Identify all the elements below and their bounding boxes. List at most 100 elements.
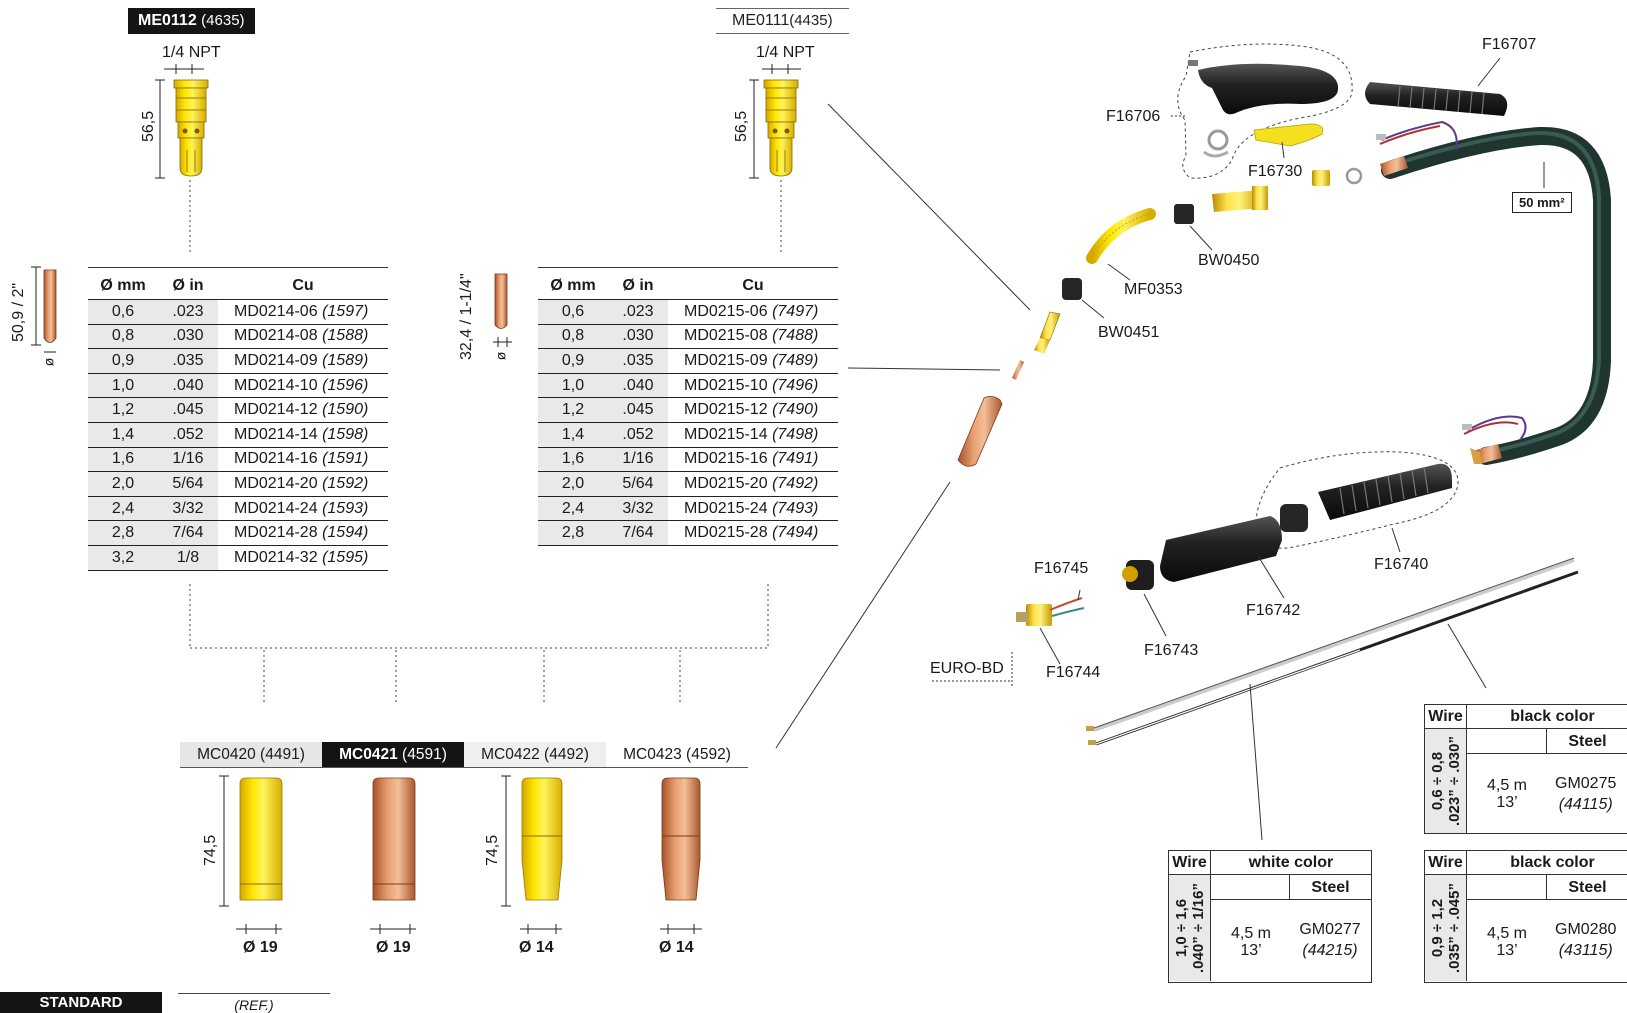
cell-mm: 1,4 <box>538 422 608 448</box>
part-ref: (7491) <box>772 450 819 468</box>
cell-mm: 3,2 <box>88 545 158 571</box>
tip-holder-right-code: ME0111 <box>732 12 790 29</box>
range-mm: 1,0 ÷ 1,6 <box>1172 898 1190 958</box>
part-ref: (1591) <box>322 450 369 468</box>
cell-mm: 1,4 <box>88 422 158 448</box>
wire-range: 0,6 ÷ 0,8.023” ÷ .030” <box>1425 729 1467 833</box>
leader-lines <box>775 103 1031 749</box>
part-ref: (7498) <box>772 425 819 443</box>
part-code: MD0215-20 <box>684 474 768 492</box>
part-ref: (7497) <box>772 302 819 320</box>
liner-code: GM0275(44115) <box>1555 773 1616 815</box>
steel-row: Steel <box>1467 875 1627 900</box>
nozzle-ref: (4592) <box>686 746 731 763</box>
wire-range: 0,9 ÷ 1,2.035” ÷ .045” <box>1425 875 1467 981</box>
part-ref: (1595) <box>322 548 369 566</box>
wire-range-text: 0,6 ÷ 0,8.023” ÷ .030” <box>1429 736 1463 826</box>
cell-mm: 1,0 <box>538 373 608 399</box>
wire-range-text: 1,0 ÷ 1,6.040” ÷ 1/16” <box>1173 883 1207 973</box>
liner-spec-header: Wire black color <box>1425 851 1627 875</box>
tip-holder-left-length: 56,5 <box>140 110 157 142</box>
cell-in: 1/16 <box>608 447 668 473</box>
nozzle-diameter-3: Ø 14 <box>659 939 694 956</box>
cell-in: .040 <box>608 373 668 399</box>
nozzle-ref: (4491) <box>260 746 305 763</box>
label-f16744: F16744 <box>1046 664 1101 681</box>
code-ref: (44215) <box>1302 942 1358 959</box>
tip-holder-left-code: ME0112 <box>138 12 197 29</box>
cell-in: .052 <box>158 422 218 448</box>
nozzle-diameter-1: Ø 19 <box>376 939 411 956</box>
cell-cu: MD0215-24 (7493) <box>668 496 838 522</box>
tip-right-drawing <box>493 273 512 347</box>
part-code: MD0215-24 <box>684 499 768 517</box>
cell-cu: MD0214-16 (1591) <box>218 447 388 473</box>
label-f16740: F16740 <box>1374 556 1429 573</box>
part-ref: (1594) <box>322 524 369 542</box>
cell-mm: 0,6 <box>538 299 608 325</box>
nozzle-code: MC0421 <box>339 746 398 763</box>
part-code: MD0214-14 <box>234 425 318 443</box>
cell-mm: 1,2 <box>88 397 158 423</box>
part-ref: (1590) <box>322 401 369 419</box>
part-code: MD0215-08 <box>684 327 768 345</box>
col-cu: Cu <box>218 267 388 300</box>
cell-cu: MD0214-28 (1594) <box>218 520 388 546</box>
cell-mm: 2,4 <box>538 496 608 522</box>
col-in: Ø in <box>158 267 218 300</box>
tip-left-diameter: ø <box>40 357 57 367</box>
liner-code: GM0277(44215) <box>1289 919 1371 961</box>
nozzle-length-a: 74,5 <box>202 834 219 866</box>
tip-holder-right-thread: 1/4 NPT <box>756 44 815 61</box>
cell-in: .023 <box>158 299 218 325</box>
cell-mm: 0,9 <box>88 348 158 374</box>
liner-spec-white: Wire white color 1,0 ÷ 1,6.040” ÷ 1/16” … <box>1168 850 1372 983</box>
steel-label: Steel <box>1546 729 1627 754</box>
col-mm: Ø mm <box>88 267 158 300</box>
cell-cu: MD0215-14 (7498) <box>668 422 838 448</box>
cell-cu: MD0214-20 (1592) <box>218 471 388 497</box>
cell-cu: MD0214-12 (1590) <box>218 397 388 423</box>
nozzle-ref: (4591) <box>402 746 447 763</box>
cell-in: .045 <box>158 397 218 423</box>
nozzle-header: MC0420 (4491) MC0421 (4591) MC0422 (4492… <box>180 742 748 768</box>
tip-right-size: 32,4 / 1-1/4" <box>458 273 475 360</box>
color-label: white color <box>1248 854 1334 871</box>
range-mm: 0,9 ÷ 1,2 <box>1428 898 1446 958</box>
cell-mm: 2,8 <box>538 520 608 546</box>
cell-in: 7/64 <box>158 520 218 546</box>
cell-cu: MD0215-12 (7490) <box>668 397 838 423</box>
cell-in: .035 <box>158 348 218 374</box>
part-code: MD0214-20 <box>234 474 318 492</box>
wire-label: Wire <box>1169 851 1211 874</box>
label-f16730: F16730 <box>1248 163 1303 180</box>
part-code: MD0214-08 <box>234 327 318 345</box>
cell-mm: 0,8 <box>538 324 608 350</box>
wire-range: 1,0 ÷ 1,6.040” ÷ 1/16” <box>1169 875 1211 981</box>
cell-mm: 0,8 <box>88 324 158 350</box>
wire-label: Wire <box>1425 705 1467 728</box>
cell-cu: MD0215-28 (7494) <box>668 520 838 546</box>
nozzle-mc0422-label: MC0422 (4492) <box>464 742 606 767</box>
liner-spec-black-small: Wire black color 0,6 ÷ 0,8.023” ÷ .030” … <box>1424 704 1627 834</box>
col-mm: Ø mm <box>538 267 608 300</box>
range-in: .023” ÷ .030” <box>1445 736 1463 826</box>
tip-holder-left-ref: (4635) <box>201 12 245 29</box>
part-code: MD0214-09 <box>234 351 318 369</box>
cell-cu: MD0214-08 (1588) <box>218 324 388 350</box>
liner-code: GM0280(43115) <box>1555 919 1616 961</box>
nozzle-code: MC0422 <box>481 746 540 763</box>
part-ref: (1597) <box>322 302 369 320</box>
